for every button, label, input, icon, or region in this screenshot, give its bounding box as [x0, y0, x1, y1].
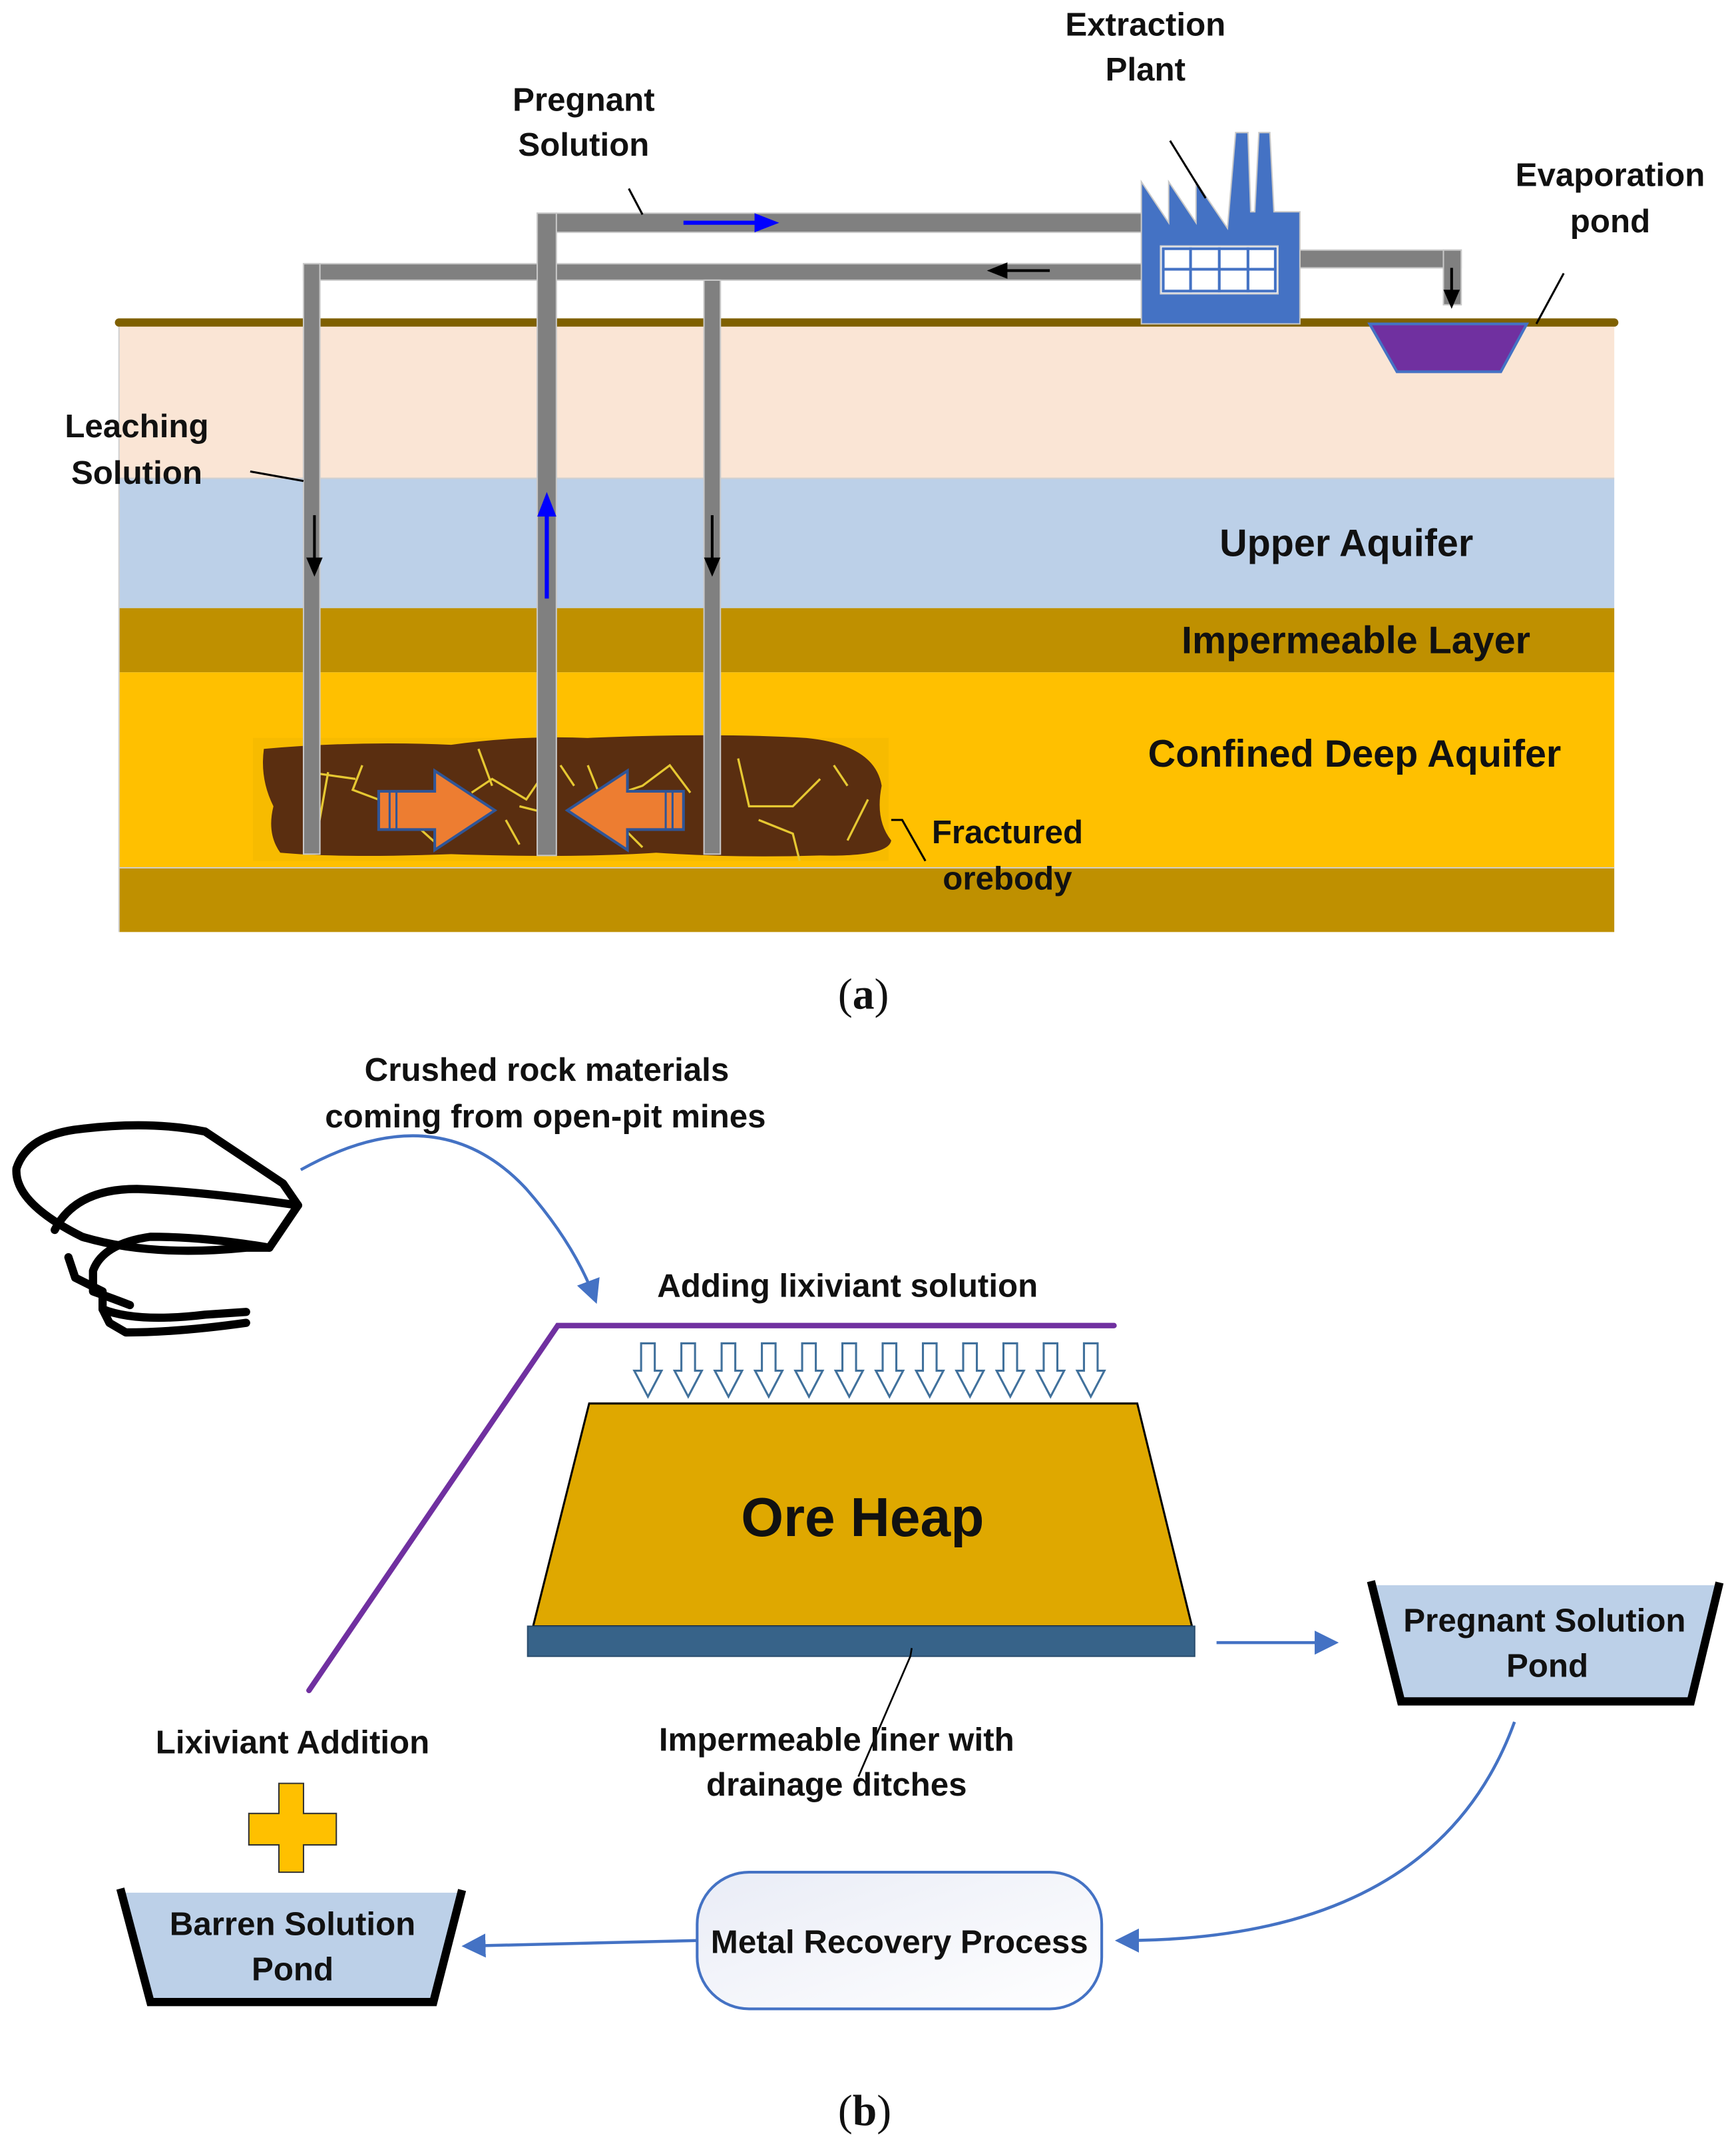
drip-arrow-icon	[1075, 1342, 1106, 1399]
label-fractured-orebody-line2: orebody	[943, 861, 1072, 897]
label-ore-heap: Ore Heap	[741, 1487, 984, 1548]
label-barren-pond-line2: Pond	[252, 1951, 333, 1987]
pipe-pregnant-horizontal	[537, 212, 1145, 234]
label-evaporation-pond-line1: Evaporation	[1516, 156, 1705, 193]
orebody-flow-arrows	[377, 768, 685, 853]
label-pregnant-pond-line1: Pregnant Solution	[1403, 1603, 1685, 1639]
orange-arrow-right	[377, 768, 498, 853]
layer-surface-soil	[118, 323, 1615, 479]
flow-arrows-blue	[537, 213, 779, 599]
label-liner-line2: drainage ditches	[706, 1766, 967, 1803]
layer-bottom	[118, 867, 1615, 932]
pregnant-solution-pond	[1367, 1580, 1724, 1706]
label-crushed-rock-line2: coming from open-pit mines	[325, 1098, 765, 1135]
label-fractured-orebody-line1: Fractured	[932, 814, 1083, 851]
panel-b: Ore Heap Pregnant Solution Pond Metal Re…	[12, 1052, 1724, 2135]
drip-arrow-icon	[833, 1342, 865, 1399]
label-metal-recovery-process: Metal Recovery Process	[711, 1923, 1088, 1960]
label-liner-line1: Impermeable liner with	[659, 1721, 1014, 1758]
label-barren-pond-line1: Barren Solution	[170, 1906, 416, 1943]
drip-arrow-icon	[793, 1342, 825, 1399]
label-extraction-plant-line1: Extraction	[1065, 6, 1225, 43]
open-pit-mine-icon	[12, 1121, 302, 1337]
label-upper-aquifer: Upper Aquifer	[1219, 522, 1473, 565]
label-confined-deep-aquifer: Confined Deep Aquifer	[1148, 733, 1562, 775]
label-impermeable-layer: Impermeable Layer	[1182, 620, 1530, 662]
drip-arrow-icon	[955, 1342, 986, 1399]
label-leaching-solution-line2: Solution	[71, 455, 202, 491]
drip-arrow-icon	[914, 1342, 945, 1399]
factory-icon	[1140, 132, 1301, 325]
label-leaching-solution-line1: Leaching	[65, 408, 208, 445]
arrow-mine-to-heap	[300, 1134, 600, 1304]
barren-solution-pond	[116, 1887, 467, 2007]
caption-b: (b)	[838, 2086, 891, 2135]
drip-arrow-icon	[632, 1342, 664, 1399]
label-pregnant-solution-line2: Solution	[518, 126, 649, 163]
drip-arrow-icon	[874, 1342, 905, 1399]
evaporation-pond-icon	[1367, 322, 1530, 373]
label-crushed-rock-line1: Crushed rock materials	[365, 1052, 730, 1088]
arrow-pregnant-pond-to-recovery	[1114, 1721, 1516, 1953]
impermeable-liner	[527, 1625, 1195, 1657]
plus-icon	[248, 1782, 337, 1873]
leader-line-liner	[857, 1648, 913, 1777]
label-evaporation-pond-line2: pond	[1570, 203, 1650, 240]
pipe-to-evaporation-pond	[1291, 249, 1462, 269]
drip-arrow-icon	[672, 1342, 704, 1399]
label-adding-lixiviant: Adding lixiviant solution	[657, 1268, 1038, 1304]
orange-arrow-left	[564, 768, 685, 853]
fractured-orebody	[252, 735, 891, 862]
drip-arrow-icon	[753, 1342, 784, 1399]
drip-arrow-icon	[713, 1342, 744, 1399]
lixiviant-distribution-line	[306, 1322, 1117, 1694]
flow-arrows-black	[306, 262, 1460, 577]
leader-lines-a	[250, 140, 1565, 862]
drip-arrow-icon	[994, 1342, 1026, 1399]
caption-a: (a)	[838, 970, 889, 1018]
label-extraction-plant-line2: Plant	[1106, 51, 1186, 88]
layer-impermeable	[118, 608, 1615, 673]
panel-a: Extraction Plant Pregnant Solution Evapo…	[65, 6, 1705, 1018]
label-pregnant-solution-line1: Pregnant	[513, 81, 655, 118]
label-pregnant-pond-line2: Pond	[1506, 1647, 1588, 1684]
drip-arrow-icon	[1035, 1342, 1066, 1399]
layer-upper-aquifer	[118, 478, 1615, 608]
label-lixiviant-addition: Lixiviant Addition	[156, 1724, 429, 1760]
arrow-recovery-to-barren-pond	[461, 1933, 698, 1958]
drip-arrows	[632, 1342, 1106, 1399]
